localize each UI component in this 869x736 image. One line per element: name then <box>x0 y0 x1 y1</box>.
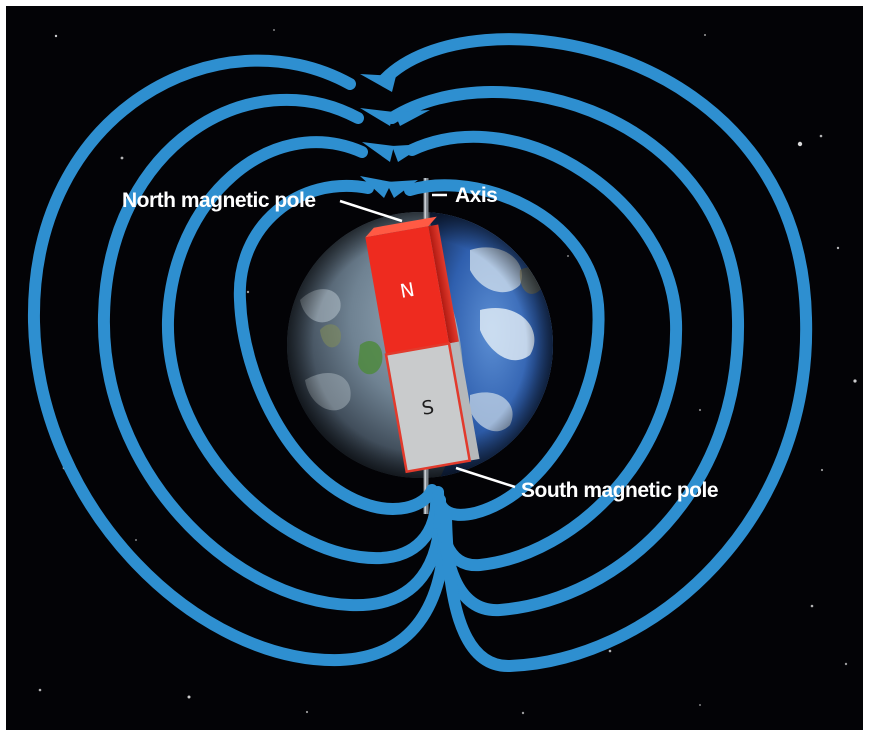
south-magnetic-pole-label: South magnetic pole <box>521 479 718 502</box>
field-line-left-2 <box>161 136 443 565</box>
north-pole-letter: N <box>398 279 416 303</box>
field-line-right-3 <box>386 86 745 617</box>
arrow-head-icon <box>360 74 430 198</box>
south-pole-pointer <box>455 466 516 489</box>
field-line-left-4 <box>27 54 451 667</box>
magnet-south-half <box>386 343 470 472</box>
field-line-right-4 <box>378 33 813 673</box>
bar-magnet-icon: N S <box>365 216 480 474</box>
field-line-left-3 <box>97 93 447 612</box>
south-pole-letter: S <box>420 396 436 420</box>
north-magnetic-pole-label: North magnetic pole <box>122 189 316 212</box>
field-line-right-1 <box>404 179 605 521</box>
magnet-north-half <box>365 226 450 355</box>
field-line-left-1 <box>233 180 438 515</box>
north-pole-pointer <box>339 199 403 223</box>
magnetic-field-lines <box>27 33 813 673</box>
field-line-right-2 <box>406 130 683 572</box>
axis-label: Axis <box>455 184 497 207</box>
label-pointer-lines <box>339 193 516 489</box>
star-field <box>28 29 857 715</box>
